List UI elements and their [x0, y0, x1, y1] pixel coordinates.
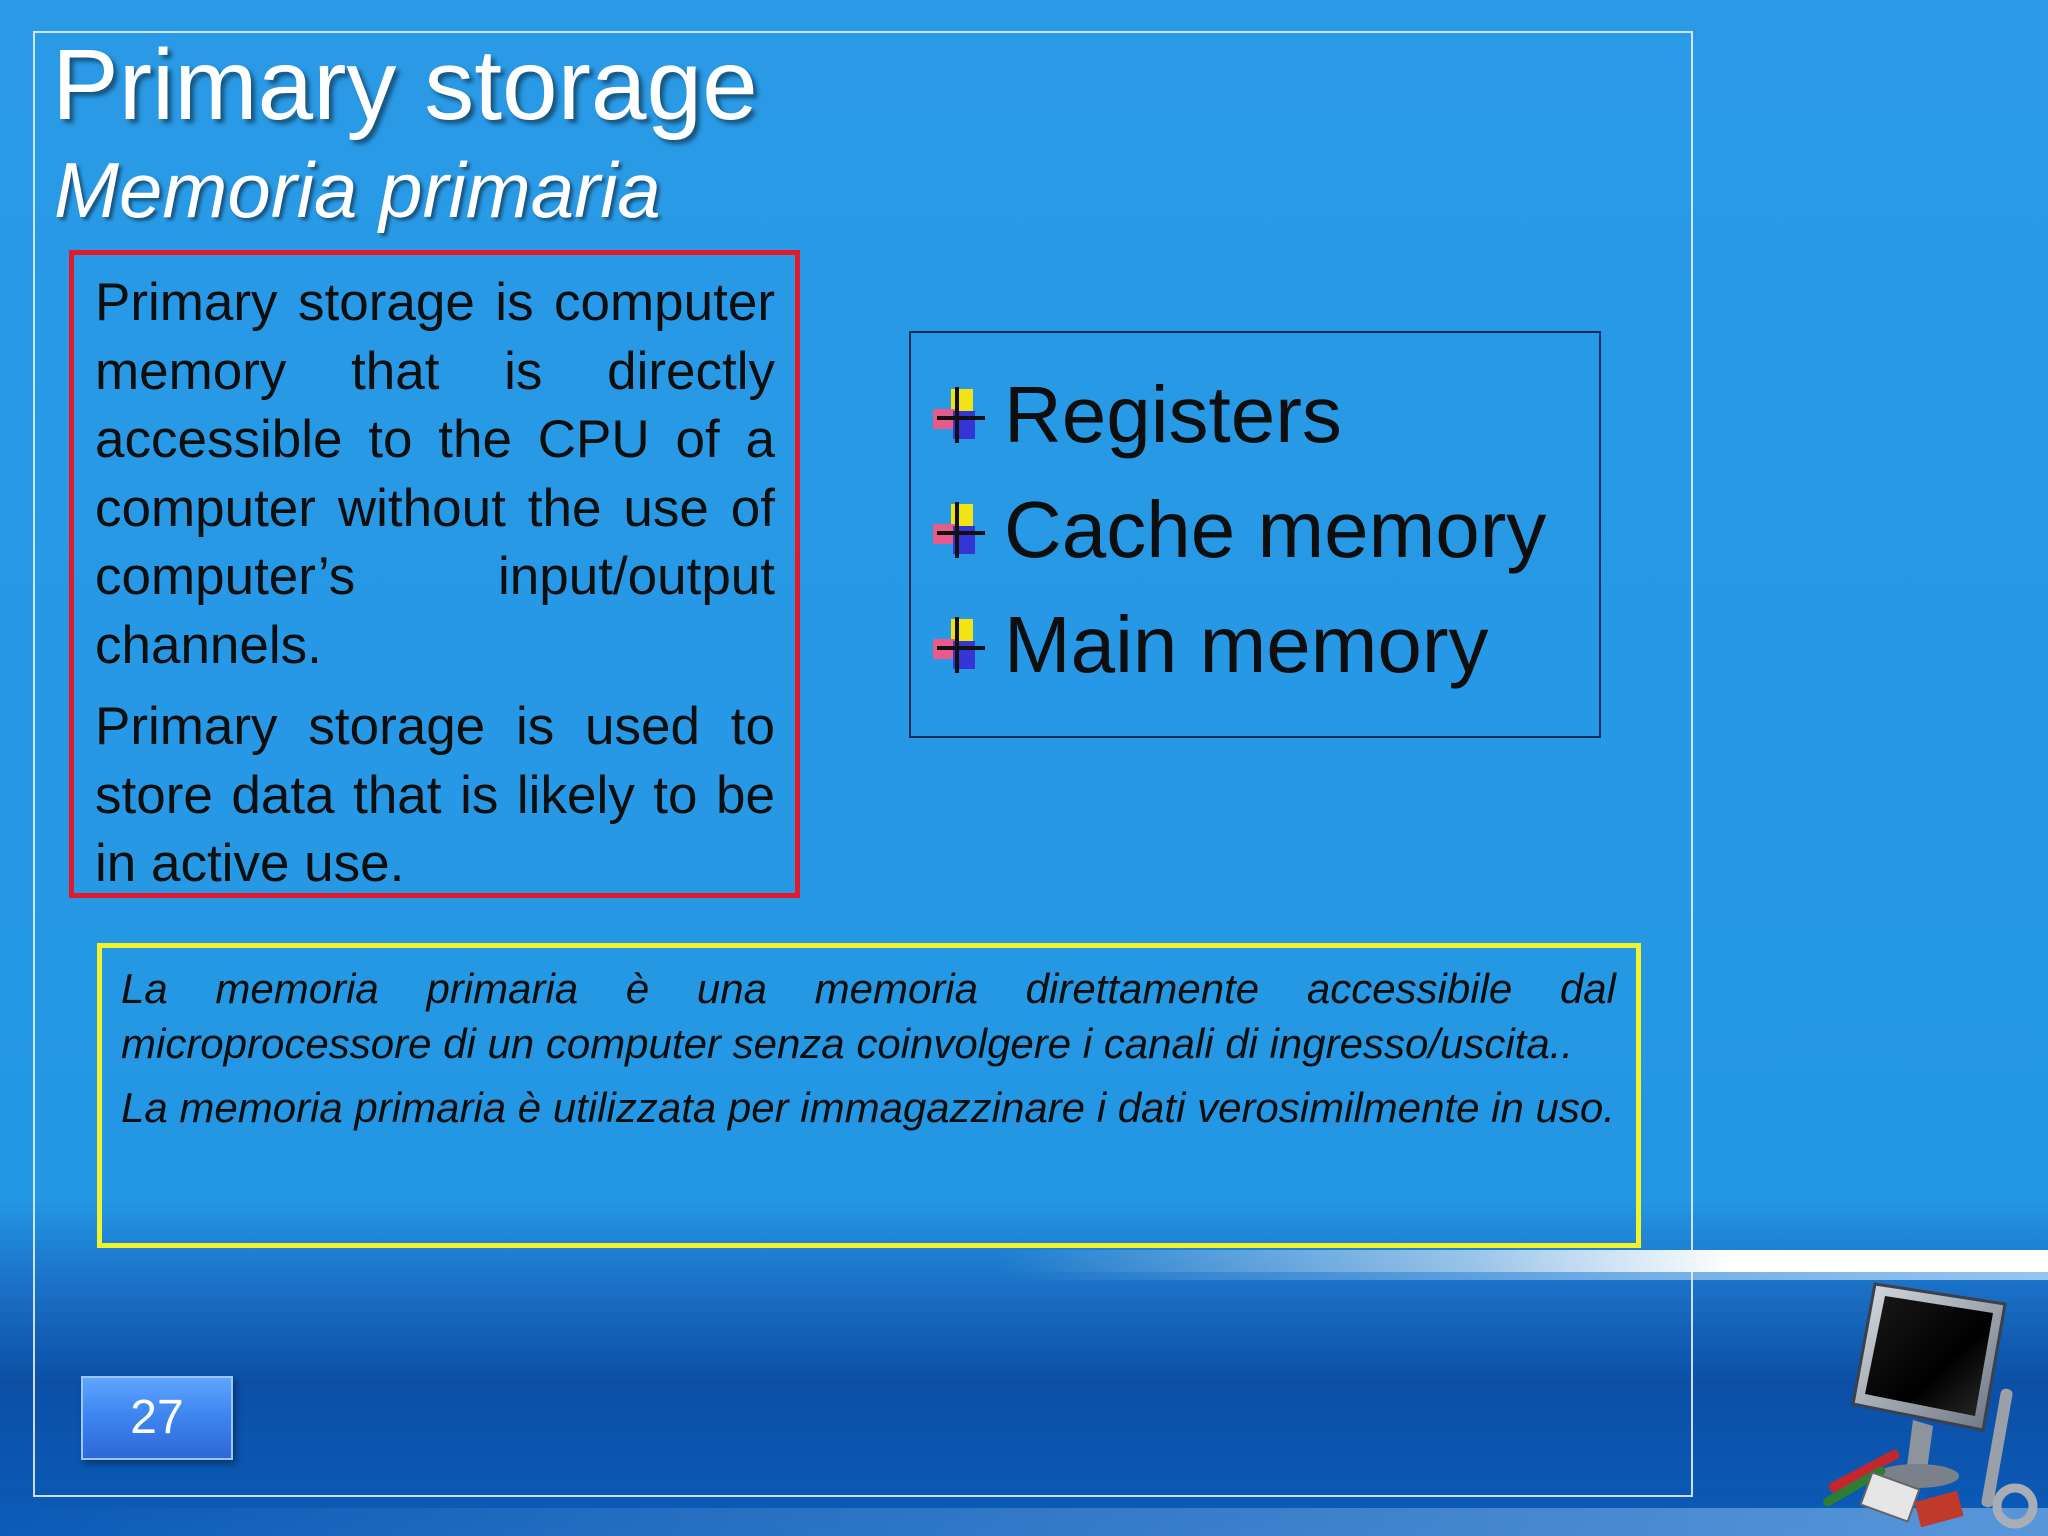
translation-paragraph: La memoria primaria è utilizzata per imm…	[121, 1084, 1615, 1131]
decorative-band-shadow	[1000, 1272, 2048, 1280]
list-item-label: Cache memory	[1004, 484, 1547, 574]
slide-frame	[33, 31, 1693, 1497]
storage-types-list: Registers Cache memory Main memory	[909, 331, 1601, 738]
definition-box: Primary storage is computer memory that …	[69, 250, 800, 898]
translation-paragraph: La memoria primaria è una memoria dirett…	[121, 965, 1616, 1067]
definition-paragraph: Primary storage is computer memory that …	[95, 273, 775, 675]
page-number: 27	[81, 1376, 233, 1460]
slide-title: Primary storage	[52, 29, 758, 141]
colored-plus-bullet-icon	[931, 500, 987, 560]
list-item-label: Registers	[1004, 369, 1342, 459]
colored-plus-bullet-icon	[931, 385, 987, 445]
slide-subtitle: Memoria primaria	[54, 146, 661, 234]
bottom-decorative-band	[0, 1508, 2048, 1536]
definition-paragraph: Primary storage is used to store data th…	[95, 697, 775, 893]
list-item: Registers	[931, 357, 1599, 472]
list-item: Main memory	[931, 587, 1599, 702]
decorative-band	[1000, 1250, 2048, 1272]
colored-plus-bullet-icon	[931, 615, 987, 675]
list-item-label: Main memory	[1004, 599, 1489, 689]
italian-translation-box: La memoria primaria è una memoria dirett…	[97, 943, 1641, 1248]
computer-monitor-tools-icon	[1823, 1282, 2038, 1529]
list-item: Cache memory	[931, 472, 1599, 587]
